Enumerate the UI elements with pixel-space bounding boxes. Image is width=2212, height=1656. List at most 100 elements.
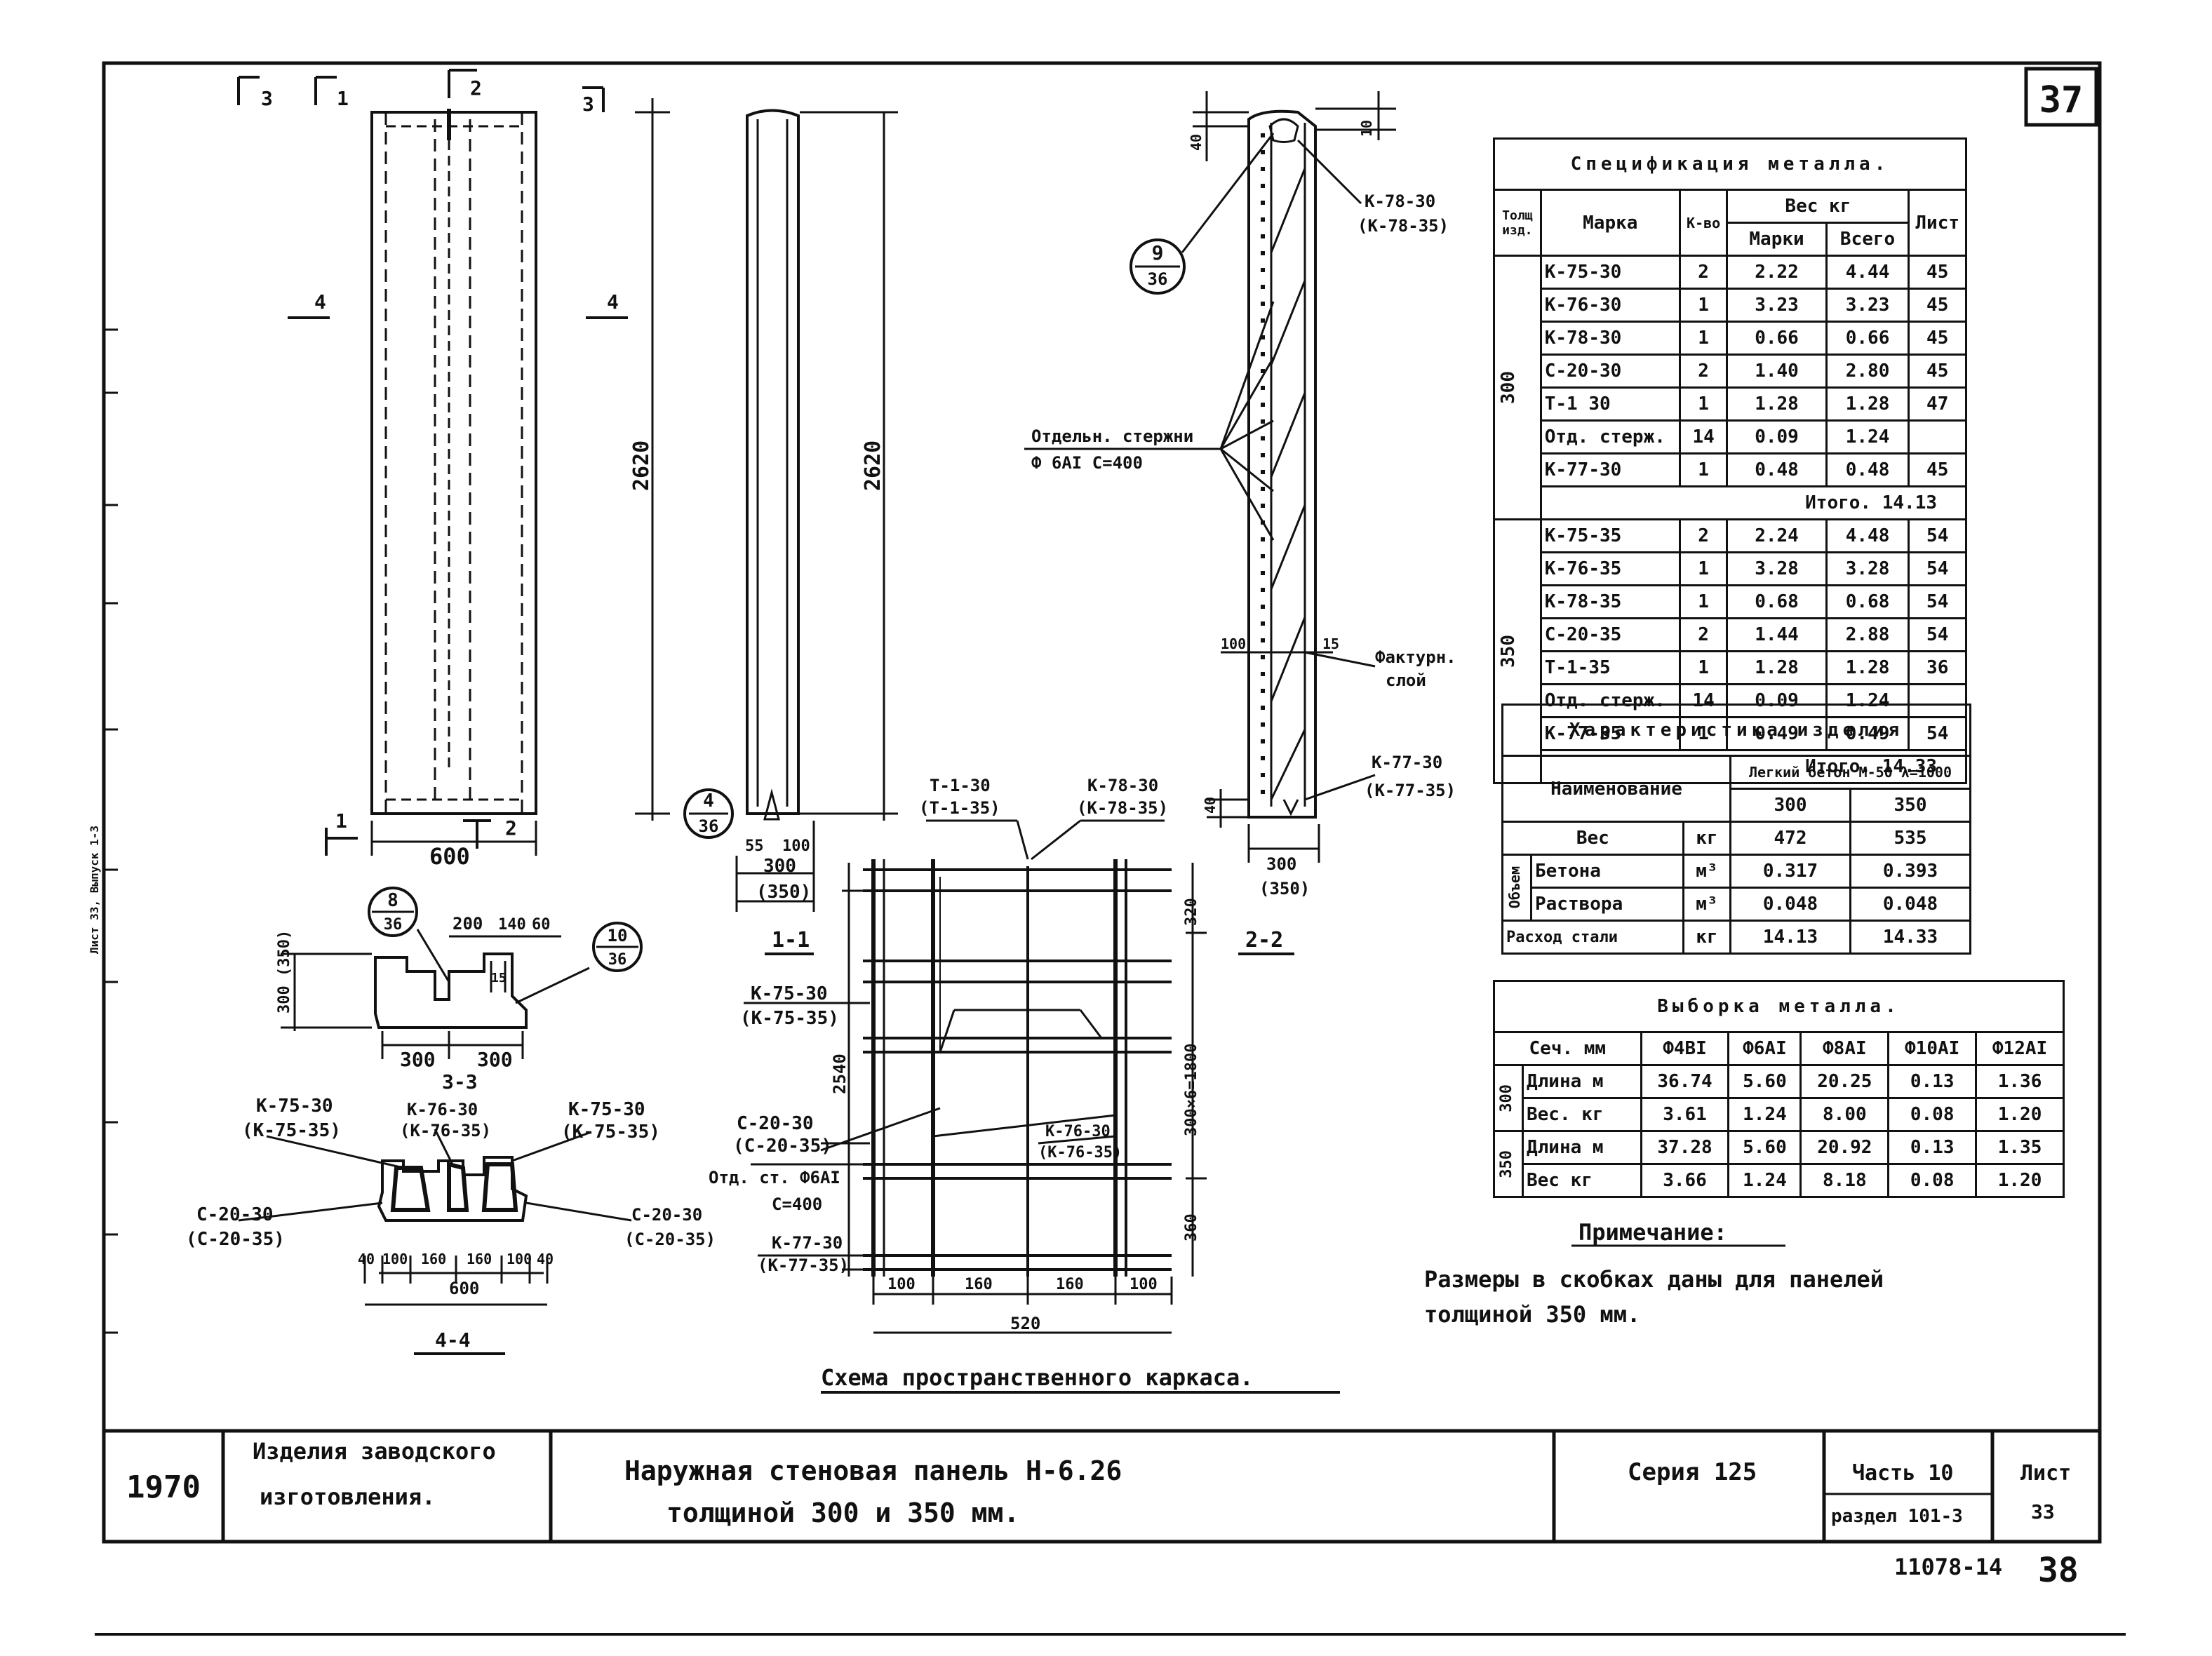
dim-width-600: 600 (429, 843, 470, 870)
section-mark-4a: 4 (314, 290, 326, 314)
dim-s44-160a: 160 (421, 1251, 446, 1267)
cage-dim-160b: 160 (1056, 1276, 1084, 1293)
cage-dim-2540: 2540 (830, 1053, 850, 1094)
section-mark-1a: 1 (337, 87, 349, 110)
spec-weight-total-cell: 3.23 (1825, 288, 1910, 323)
cs-label-c2035-right: (С-20-35) (624, 1230, 716, 1249)
dim-s44-160b: 160 (467, 1251, 492, 1267)
char-unit-cell: кг (1682, 920, 1732, 955)
spec-head-total: Всего (1825, 222, 1910, 257)
section-2-2-drawing (1193, 91, 1396, 955)
dim-cs-300-right: 300 (477, 1048, 513, 1071)
cage-dim-520: 520 (1010, 1314, 1040, 1333)
spec-mark-cell: К-75-30 (1539, 255, 1681, 290)
label-k7735: (К-77-35) (1365, 781, 1456, 800)
spec-weight-total-cell: 1.24 (1825, 419, 1910, 455)
char-volume-cell: Объем (1501, 854, 1532, 922)
cage-dim-300x6: 300×6=1800 (1183, 1044, 1200, 1136)
spec-head-count: К-во (1678, 189, 1729, 257)
spec-weight-mark-cell: 0.66 (1726, 321, 1828, 356)
spec-count-cell: 1 (1678, 452, 1729, 487)
spec-table-title: Спецификация металла. (1493, 137, 1967, 191)
spec-mark-cell: Т-1 30 (1539, 386, 1681, 422)
spec-weight-mark-cell: 2.24 (1726, 518, 1828, 553)
callout-9-36-circle (1130, 238, 1186, 295)
select-value-cell: 1.36 (1975, 1064, 2065, 1099)
label-k7730: К-77-30 (1372, 753, 1442, 772)
spec-mark-cell: К-77-30 (1539, 452, 1681, 487)
cs-label-k7630: К-76-30 (407, 1100, 478, 1119)
dim-s22-40: 40 (1188, 134, 1205, 151)
spec-mark-cell: С-20-30 (1539, 354, 1681, 389)
spec-count-cell: 1 (1678, 650, 1729, 685)
section-mark-2b: 2 (505, 816, 517, 840)
spec-sheet-cell: 45 (1908, 255, 1967, 290)
spec-count-cell: 1 (1678, 321, 1729, 356)
cage-label-t130: Т-1-30 (930, 776, 991, 795)
cs-label-k7535-right: (К-75-35) (561, 1122, 660, 1143)
cs-label-k7530-right: К-75-30 (568, 1099, 645, 1120)
section-1-1-drawing (735, 109, 898, 955)
spec-weight-mark-cell: 0.48 (1726, 452, 1828, 487)
char-head-300: 300 (1729, 788, 1851, 823)
cs-label-k7530-left: К-75-30 (256, 1096, 333, 1117)
spec-weight-total-cell: 0.48 (1825, 452, 1910, 487)
dim-cs-140: 140 (498, 916, 526, 934)
callout-10-36-top: 10 (608, 926, 628, 945)
spec-weight-total-cell: 0.68 (1825, 584, 1910, 619)
callout-4-36-circle (683, 788, 734, 839)
dim-cs-200: 200 (453, 914, 483, 934)
char-volume-label: Объем (1506, 866, 1523, 909)
dim-s22-10: 10 (1358, 120, 1375, 137)
spec-weight-mark-cell: 3.28 (1726, 551, 1828, 586)
section-3-3-label: 3-3 (442, 1070, 478, 1093)
select-thickness-value: 300 (1498, 1084, 1515, 1112)
char-300-cell: 472 (1729, 821, 1851, 856)
spec-sheet-cell: 54 (1908, 584, 1967, 619)
label-k7835-top: (К-78-35) (1358, 216, 1449, 236)
spec-weight-total-cell: 0.66 (1825, 321, 1910, 356)
select-head-cell: Ф4ВI (1640, 1031, 1730, 1066)
title-part: Часть 10 (1852, 1461, 1954, 1486)
callout-4-36-bottom: 36 (699, 816, 719, 836)
spec-mark-cell: Отд. стерж. (1539, 419, 1681, 455)
spec-weight-total-cell: 2.80 (1825, 354, 1910, 389)
spec-mark-cell: К-75-35 (1539, 518, 1681, 553)
dim-cs-15: 15 (491, 971, 507, 985)
select-head-cell: Сеч. мм (1493, 1031, 1642, 1066)
dim-height-2620-b: 2620 (861, 440, 885, 491)
separate-rods-leaders (1024, 301, 1275, 541)
note-title: Примечание: (1578, 1219, 1727, 1246)
select-head-cell: Ф12АI (1975, 1031, 2065, 1066)
dim-s11-350: (350) (756, 882, 811, 903)
section-2-2-label: 2-2 (1245, 928, 1283, 952)
dim-cs-60: 60 (532, 916, 551, 934)
dim-s22-350: (350) (1259, 879, 1310, 898)
title-name-2: толщиной 300 и 350 мм. (666, 1497, 1019, 1528)
cross-section-3-3 (281, 929, 590, 1059)
dim-s11-55: 55 (745, 837, 764, 855)
cage-dim-100a: 100 (887, 1276, 916, 1293)
cage-dim-360: 360 (1183, 1213, 1200, 1241)
char-name-cell: Раствора (1530, 887, 1684, 922)
title-year: 1970 (126, 1469, 201, 1505)
spec-sheet-cell: 54 (1908, 518, 1967, 553)
spec-mark-cell: К-76-35 (1539, 551, 1681, 586)
cage-dim-320: 320 (1183, 898, 1200, 926)
char-name-cell: Вес (1501, 821, 1684, 856)
spatial-cage (744, 819, 1340, 1394)
char-head-concrete: Легкий бетон М-50 λ=1000 (1729, 755, 1971, 790)
select-thickness-value: 350 (1498, 1150, 1515, 1178)
select-label-cell: Длина м (1522, 1130, 1642, 1165)
spec-total-cell: Итого. 14.13 (1539, 485, 1968, 520)
